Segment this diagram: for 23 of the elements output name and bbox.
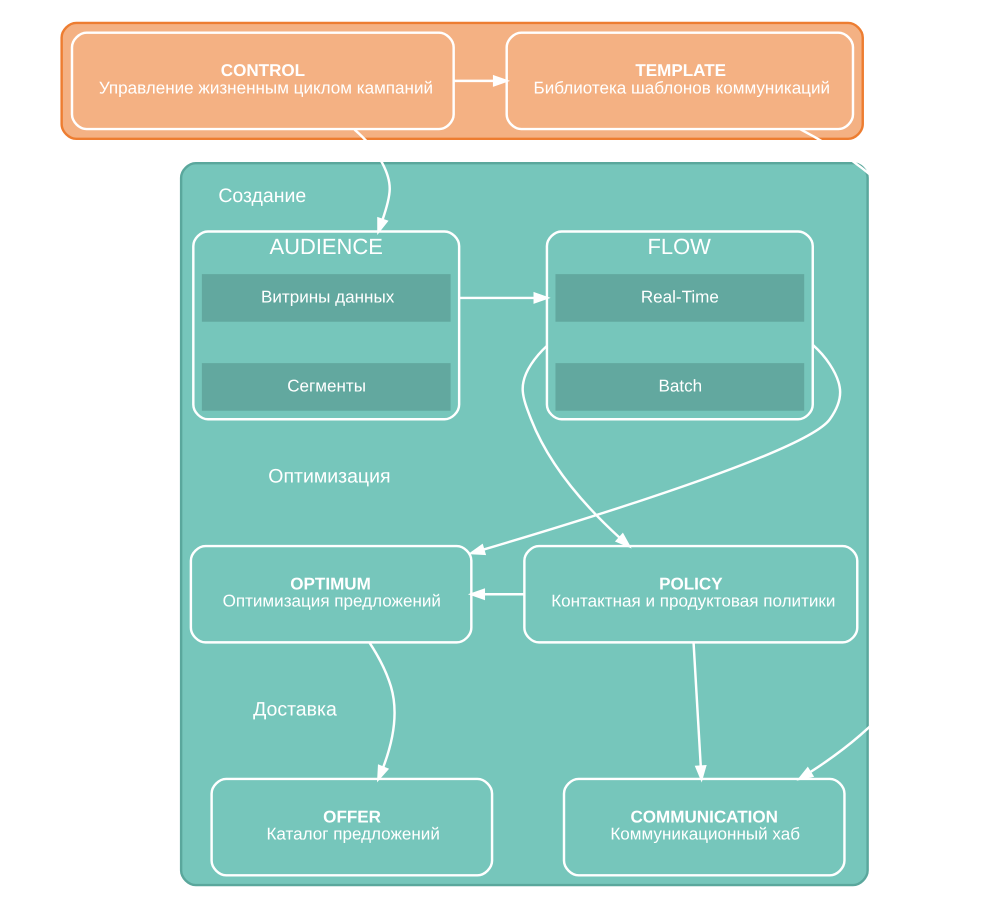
arrow (692, 642, 707, 782)
arrow (522, 345, 632, 548)
node-box: OFFER Каталог предложений (210, 778, 494, 876)
arrow (454, 74, 510, 87)
arrow (354, 128, 391, 235)
cluster (180, 162, 869, 886)
label: Оптимизация (268, 465, 391, 488)
node-box: Batch (555, 363, 804, 411)
node-box: Сегменты (202, 363, 451, 411)
node-box: POLICY Контактная и продуктовая политики (523, 544, 858, 644)
label: Доставка (253, 698, 337, 720)
arrow (459, 292, 551, 304)
arrow (468, 588, 524, 600)
node-box: CONTROL Управление жизненным циклом кампаний (70, 32, 455, 130)
node-box: COMMUNICATION Коммуникационный хаб (562, 778, 846, 876)
node-box: OPTIMUM Оптимизация предложений (190, 544, 473, 644)
arrow (468, 344, 842, 556)
node-box: Real-Time (555, 274, 804, 322)
node-box: Витрины данных (202, 274, 451, 322)
cluster (60, 22, 864, 140)
label: Создание (218, 184, 306, 207)
arrow (368, 642, 396, 782)
node-box: TEMPLATE Библиотека шаблонов коммуникаций (505, 32, 854, 130)
